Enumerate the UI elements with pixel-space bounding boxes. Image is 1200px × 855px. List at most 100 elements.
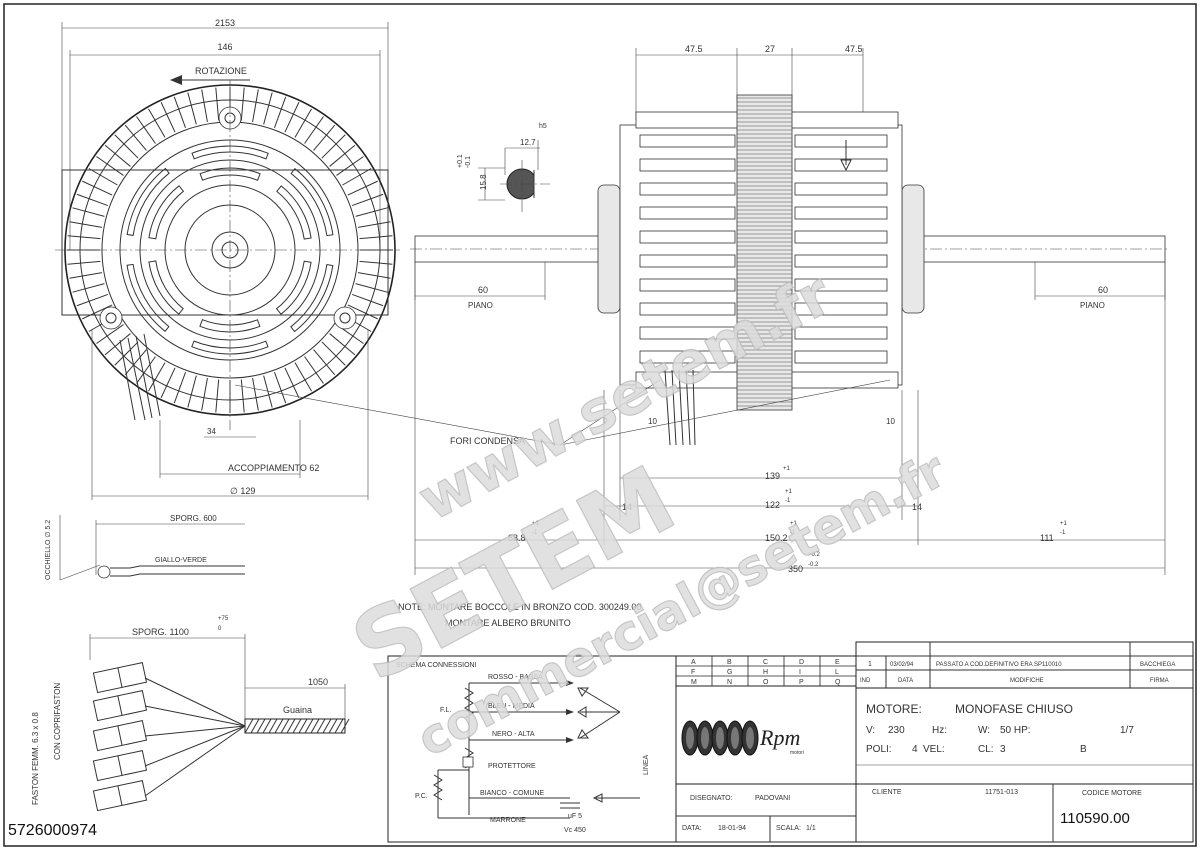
- dim-10-right: 10: [886, 417, 895, 426]
- part-code: 5726000974: [8, 822, 97, 839]
- logo-sub: motori: [790, 750, 804, 756]
- vc: Vc 450: [564, 827, 586, 834]
- disegnato-name: PADOVANI: [755, 795, 790, 802]
- dim-accoppiamento: ACCOPPIAMENTO 62: [228, 463, 319, 473]
- wire-harness: SPORG. 1100 +75 0 1050 Guaina FASTON FEM…: [31, 616, 350, 812]
- disegnato-label: DISEGNATO:: [690, 795, 733, 802]
- piano-left: PIANO: [468, 301, 493, 310]
- tol-plus: +0.1: [457, 154, 464, 168]
- v-label: V:: [866, 725, 875, 736]
- uf: uF 5: [568, 813, 582, 820]
- tol-139: +1: [783, 466, 791, 472]
- grid-letter: N: [727, 679, 732, 686]
- cl-value: 3: [1000, 744, 1006, 755]
- cliente-label: CLIENTE: [872, 789, 902, 796]
- w-label: W:: [978, 725, 990, 736]
- dim-1502: 150.2: [765, 533, 788, 543]
- scala-label: SCALA:: [776, 825, 801, 832]
- shaft-h5: h5: [539, 123, 547, 130]
- logo-text: Rpm: [759, 725, 800, 750]
- grid-letter: A: [691, 659, 696, 666]
- rev-date: 03/02/94: [890, 662, 914, 668]
- dim-47-left: 47.5: [685, 44, 703, 54]
- shaft-158: 15.8: [479, 174, 488, 190]
- tol-888b: -1: [532, 530, 538, 536]
- ground-lead: OCCHIELLO ∅ 5.2 SPORG. 600 GIALLO-VERDE: [45, 514, 245, 581]
- rev-num: 1: [868, 661, 872, 668]
- dim-350: 350: [788, 564, 803, 574]
- motor-type: MONOFASE CHIUSO: [955, 702, 1073, 716]
- grid-letter: C: [763, 659, 768, 666]
- marrone: MARRONE: [490, 817, 526, 824]
- dim-146: 146: [217, 42, 232, 52]
- dim-60-right: 60: [1098, 285, 1108, 295]
- dim-overall: 2153: [215, 18, 235, 28]
- grid-letter: M: [691, 679, 697, 686]
- tol-888: +1: [532, 521, 540, 527]
- grid-letter: H: [763, 669, 768, 676]
- rotation-label: ROTAZIONE: [195, 66, 247, 76]
- poli-value: 4: [912, 744, 918, 755]
- dim-129: ∅ 129: [230, 486, 255, 496]
- codice-label: CODICE MOTORE: [1082, 790, 1142, 797]
- grid-letter: L: [835, 669, 839, 676]
- dim-47-right: 47.5: [845, 44, 863, 54]
- dim-1050: 1050: [308, 677, 328, 687]
- tol-122b: -1: [785, 498, 791, 504]
- hdr-modifiche: MODIFICHE: [1010, 678, 1044, 684]
- dim-122: 122: [765, 500, 780, 510]
- cl-label: CL:: [978, 744, 994, 755]
- fraction: 1/7: [1120, 725, 1134, 736]
- front-view: 2153 146 ROTAZIONE 34: [55, 18, 400, 500]
- connection-schema: SCHEMA CONNESSIONI ROSSO - BASSA BLEU - …: [387, 655, 677, 843]
- tol-350b: -0.2: [808, 562, 819, 568]
- faston: FASTON FEMM. 6.3 x 0.8: [31, 712, 40, 805]
- grid-letter: G: [727, 669, 732, 676]
- dim-14-right: 14: [912, 502, 922, 512]
- cliente-value: 11751-013: [985, 789, 1018, 796]
- motor-label: MOTORE:: [866, 702, 922, 716]
- tol-122: +1: [785, 489, 793, 495]
- linea: LINEA: [643, 754, 650, 775]
- grid-letter: D: [799, 659, 804, 666]
- grid-letter: Q: [835, 679, 841, 686]
- piano-right: PIANO: [1080, 301, 1105, 310]
- guaina: Guaina: [283, 705, 312, 715]
- tol-minus: -0.1: [465, 156, 472, 168]
- giallo-verde: GIALLO-VERDE: [155, 557, 207, 564]
- dim-34: 34: [207, 427, 216, 436]
- dim-60-left: 60: [478, 285, 488, 295]
- dim-111: 111: [1040, 533, 1054, 543]
- v-value: 230: [888, 725, 905, 736]
- cl-class: B: [1080, 744, 1087, 755]
- schema-title: SCHEMA CONNESSIONI: [396, 662, 477, 669]
- nero-alta: NERO - ALTA: [492, 731, 535, 738]
- tol-1502b: -1: [790, 530, 796, 536]
- hdr-firma: FIRMA: [1150, 678, 1169, 684]
- pc-label: P.C.: [415, 793, 428, 800]
- hdr-ind: IND: [860, 678, 871, 684]
- shaft-127: 12.7: [520, 138, 536, 147]
- poli-label: POLI:: [866, 744, 892, 755]
- scala-value: 1/1: [806, 825, 816, 832]
- tol-111: +1: [1060, 521, 1068, 527]
- hz-label: Hz:: [932, 725, 947, 736]
- sporg-1100: SPORG. 1100: [132, 627, 189, 637]
- sheet-border: [3, 3, 1197, 847]
- dim-139: 139: [765, 471, 780, 481]
- dim-14-left: 14: [622, 502, 632, 512]
- data-value: 18-01-94: [718, 825, 746, 832]
- vel-label: VEL:: [923, 744, 945, 755]
- side-view: 47.5 27 47.5 60 PIANO 60 PIANO: [234, 44, 1170, 575]
- note-line1: NOTE: MONTARE BOCCOLE IN BRONZO COD. 300…: [398, 602, 641, 612]
- wires-tol-zero: 0: [218, 626, 222, 632]
- grid-letter: F: [691, 669, 695, 676]
- grid-letter: E: [835, 659, 840, 666]
- bleu-media: BLEU - MEDIA: [488, 703, 535, 710]
- rosso-bassa: ROSSO - BASSA: [488, 674, 543, 681]
- grid-letter: I: [799, 669, 801, 676]
- protettore: PROTETTORE: [488, 763, 536, 770]
- con-coprifaston: CON COPRIFASTON: [53, 683, 62, 760]
